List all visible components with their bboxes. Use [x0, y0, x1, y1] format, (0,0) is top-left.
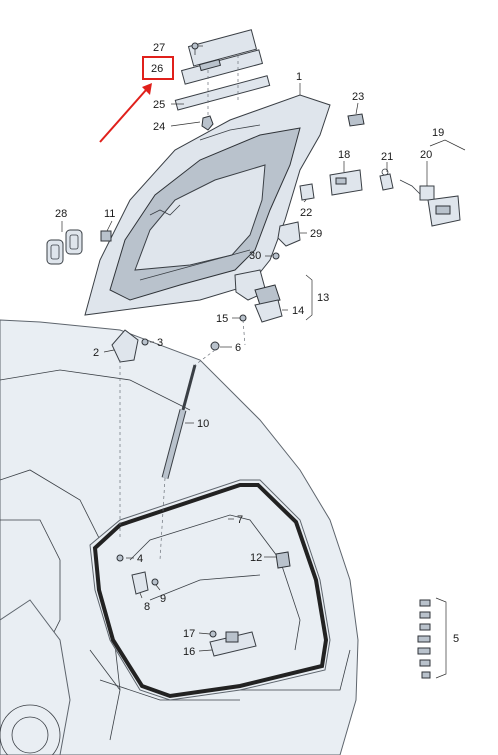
part-28	[46, 229, 83, 265]
label-11: 11	[104, 208, 115, 220]
highlight-arrowhead	[142, 83, 152, 95]
label-13: 13	[317, 292, 329, 304]
part-labels: 27 26 25 24 1 23 19 18 21 20 22 28 11 29…	[55, 42, 459, 658]
part-23	[347, 113, 365, 127]
label-30: 30	[249, 250, 261, 262]
part-30	[272, 252, 280, 260]
label-20: 20	[420, 149, 432, 161]
part-18	[329, 169, 363, 196]
label-23: 23	[352, 91, 364, 103]
label-8: 8	[144, 601, 150, 613]
highlight-arrow	[99, 89, 147, 143]
part-12	[275, 551, 291, 569]
label-7: 7	[237, 514, 243, 526]
label-15: 15	[216, 313, 228, 325]
part-20-19	[399, 139, 466, 227]
part-29	[277, 221, 301, 247]
label-4: 4	[137, 553, 143, 565]
label-2: 2	[93, 347, 99, 359]
part-8	[131, 571, 149, 595]
lock-assembly-13	[234, 269, 313, 323]
label-19: 19	[432, 127, 444, 139]
label-27: 27	[153, 42, 165, 54]
label-21: 21	[381, 151, 393, 163]
parts-top	[174, 29, 271, 131]
fastener-set-5	[417, 597, 447, 679]
label-29: 29	[310, 228, 322, 240]
label-17: 17	[183, 628, 195, 640]
tailgate-seal	[89, 479, 331, 701]
label-10: 10	[197, 418, 209, 430]
label-28: 28	[55, 208, 67, 220]
part-6	[210, 341, 220, 351]
highlight-box	[142, 56, 174, 80]
label-18: 18	[338, 149, 350, 161]
label-3: 3	[157, 337, 163, 349]
connection-lines	[119, 319, 246, 561]
part-9	[151, 578, 159, 586]
leader-lines	[61, 45, 428, 652]
label-14: 14	[292, 305, 304, 317]
highlight-part-26	[99, 56, 174, 143]
hinge-2	[111, 329, 149, 363]
label-6: 6	[235, 342, 241, 354]
part-21	[379, 168, 394, 191]
label-22: 22	[300, 207, 312, 219]
label-1: 1	[296, 71, 302, 83]
label-5: 5	[453, 633, 459, 645]
part-4	[116, 554, 124, 562]
gas-strut-10	[161, 364, 197, 479]
label-26: 26	[151, 63, 163, 75]
tailgate-panel	[84, 94, 331, 316]
label-25: 25	[153, 99, 165, 111]
part-16-17	[209, 630, 257, 657]
part-22	[299, 183, 315, 201]
part-11	[100, 230, 112, 242]
label-16: 16	[183, 646, 195, 658]
label-24: 24	[153, 121, 165, 133]
label-12: 12	[250, 552, 262, 564]
label-9: 9	[160, 593, 166, 605]
